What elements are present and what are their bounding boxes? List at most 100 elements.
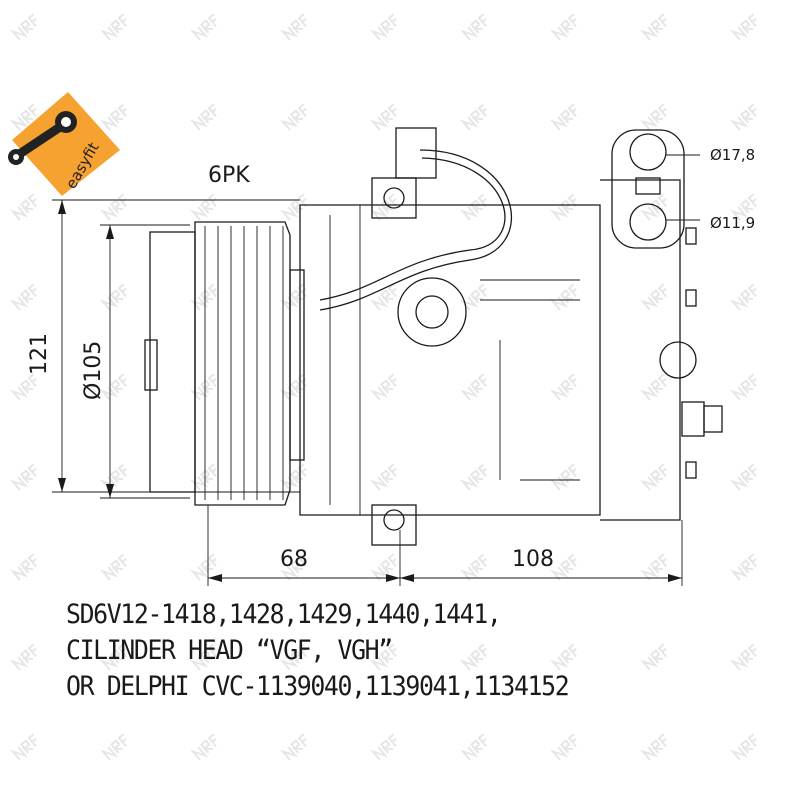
watermark-mark xyxy=(279,643,307,671)
watermark-mark xyxy=(99,373,127,401)
watermark-mark xyxy=(729,13,757,41)
watermark-mark xyxy=(189,193,217,221)
height-dimension: 121 xyxy=(27,199,300,493)
watermark-mark xyxy=(459,553,487,581)
pulley-diameter-dimension: Ø105 xyxy=(81,224,190,499)
watermark-mark xyxy=(459,283,487,311)
watermark-mark xyxy=(639,643,667,671)
watermark-mark xyxy=(549,103,577,131)
watermark-mark xyxy=(99,643,127,671)
port-small-label: Ø11,9 xyxy=(710,214,755,232)
length-dimensions: 68 108 xyxy=(207,505,683,586)
watermark-mark xyxy=(99,103,127,131)
watermark-mark xyxy=(189,463,217,491)
wrench-icon xyxy=(8,111,77,165)
watermark-mark xyxy=(549,373,577,401)
watermark-mark xyxy=(369,733,397,761)
watermark-mark xyxy=(729,643,757,671)
height-label: 121 xyxy=(27,333,52,375)
watermark-mark xyxy=(459,373,487,401)
watermark-mark xyxy=(279,283,307,311)
refrigerant-ports: Ø17,8 Ø11,9 xyxy=(611,129,755,249)
watermark-mark xyxy=(189,103,217,131)
watermark-mark xyxy=(369,373,397,401)
front-offset-label: 68 xyxy=(280,547,308,572)
watermark-mark xyxy=(369,553,397,581)
watermark-mark xyxy=(729,103,757,131)
watermark-mark xyxy=(279,193,307,221)
watermark-mark xyxy=(369,103,397,131)
watermark-mark xyxy=(729,193,757,221)
rear-offset-label: 108 xyxy=(512,547,554,572)
watermark-mark xyxy=(279,373,307,401)
watermark-mark xyxy=(279,463,307,491)
watermark-mark xyxy=(729,463,757,491)
watermark-mark xyxy=(9,643,37,671)
watermark-mark xyxy=(279,103,307,131)
watermark-mark xyxy=(9,733,37,761)
easyfit-logo: easyfit xyxy=(8,92,120,196)
watermark-mark xyxy=(189,13,217,41)
watermark-mark xyxy=(639,733,667,761)
watermark-mark xyxy=(9,13,37,41)
watermark-mark xyxy=(99,553,127,581)
watermark-mark xyxy=(189,373,217,401)
model-note-3: OR DELPHI CVC-1139040,1139041,1134152 xyxy=(66,671,570,702)
watermark-mark xyxy=(9,103,37,131)
watermark-mark xyxy=(459,13,487,41)
watermark-mark xyxy=(549,733,577,761)
watermark-mark xyxy=(189,733,217,761)
watermark-mark xyxy=(99,733,127,761)
watermark-mark xyxy=(9,283,37,311)
watermark-mark xyxy=(459,733,487,761)
watermark-mark xyxy=(729,373,757,401)
watermark-mark xyxy=(369,463,397,491)
watermark-mark xyxy=(189,283,217,311)
watermark-mark xyxy=(549,283,577,311)
watermark-mark xyxy=(459,193,487,221)
pulley-diameter-label: Ø105 xyxy=(81,341,106,400)
watermark-mark xyxy=(639,193,667,221)
watermark-mark xyxy=(9,463,37,491)
model-note-1: SD6V12-1418,1428,1429,1440,1441, xyxy=(66,599,502,630)
belt-label: 6PK xyxy=(208,163,250,188)
compressor-body xyxy=(299,127,723,546)
port-large-label: Ø17,8 xyxy=(710,146,755,164)
watermark-mark xyxy=(279,553,307,581)
watermark-mark xyxy=(9,553,37,581)
watermark-mark xyxy=(639,553,667,581)
watermark-mark xyxy=(99,283,127,311)
watermark-pattern xyxy=(9,13,757,761)
watermark-mark xyxy=(369,193,397,221)
watermark-mark xyxy=(369,643,397,671)
watermark-mark xyxy=(9,373,37,401)
watermark-mark xyxy=(99,13,127,41)
watermark-mark xyxy=(99,463,127,491)
watermark-mark xyxy=(459,643,487,671)
model-note-2: CILINDER HEAD “VGF, VGH” xyxy=(66,635,393,666)
watermark-mark xyxy=(459,103,487,131)
watermark-mark xyxy=(279,13,307,41)
watermark-mark xyxy=(549,13,577,41)
watermark-mark xyxy=(549,463,577,491)
watermark-mark xyxy=(729,283,757,311)
pulley xyxy=(144,221,305,506)
watermark-mark xyxy=(639,283,667,311)
watermark-mark xyxy=(9,193,37,221)
watermark-mark xyxy=(639,463,667,491)
watermark-mark xyxy=(549,193,577,221)
watermark-mark xyxy=(99,193,127,221)
watermark-mark xyxy=(369,13,397,41)
watermark-mark xyxy=(729,553,757,581)
watermark-mark xyxy=(189,643,217,671)
watermark-mark xyxy=(369,283,397,311)
watermark-mark xyxy=(549,553,577,581)
watermark-mark xyxy=(729,733,757,761)
watermark-mark xyxy=(549,643,577,671)
watermark-mark xyxy=(279,733,307,761)
watermark-mark xyxy=(639,13,667,41)
watermark-mark xyxy=(459,463,487,491)
watermark-mark xyxy=(639,103,667,131)
